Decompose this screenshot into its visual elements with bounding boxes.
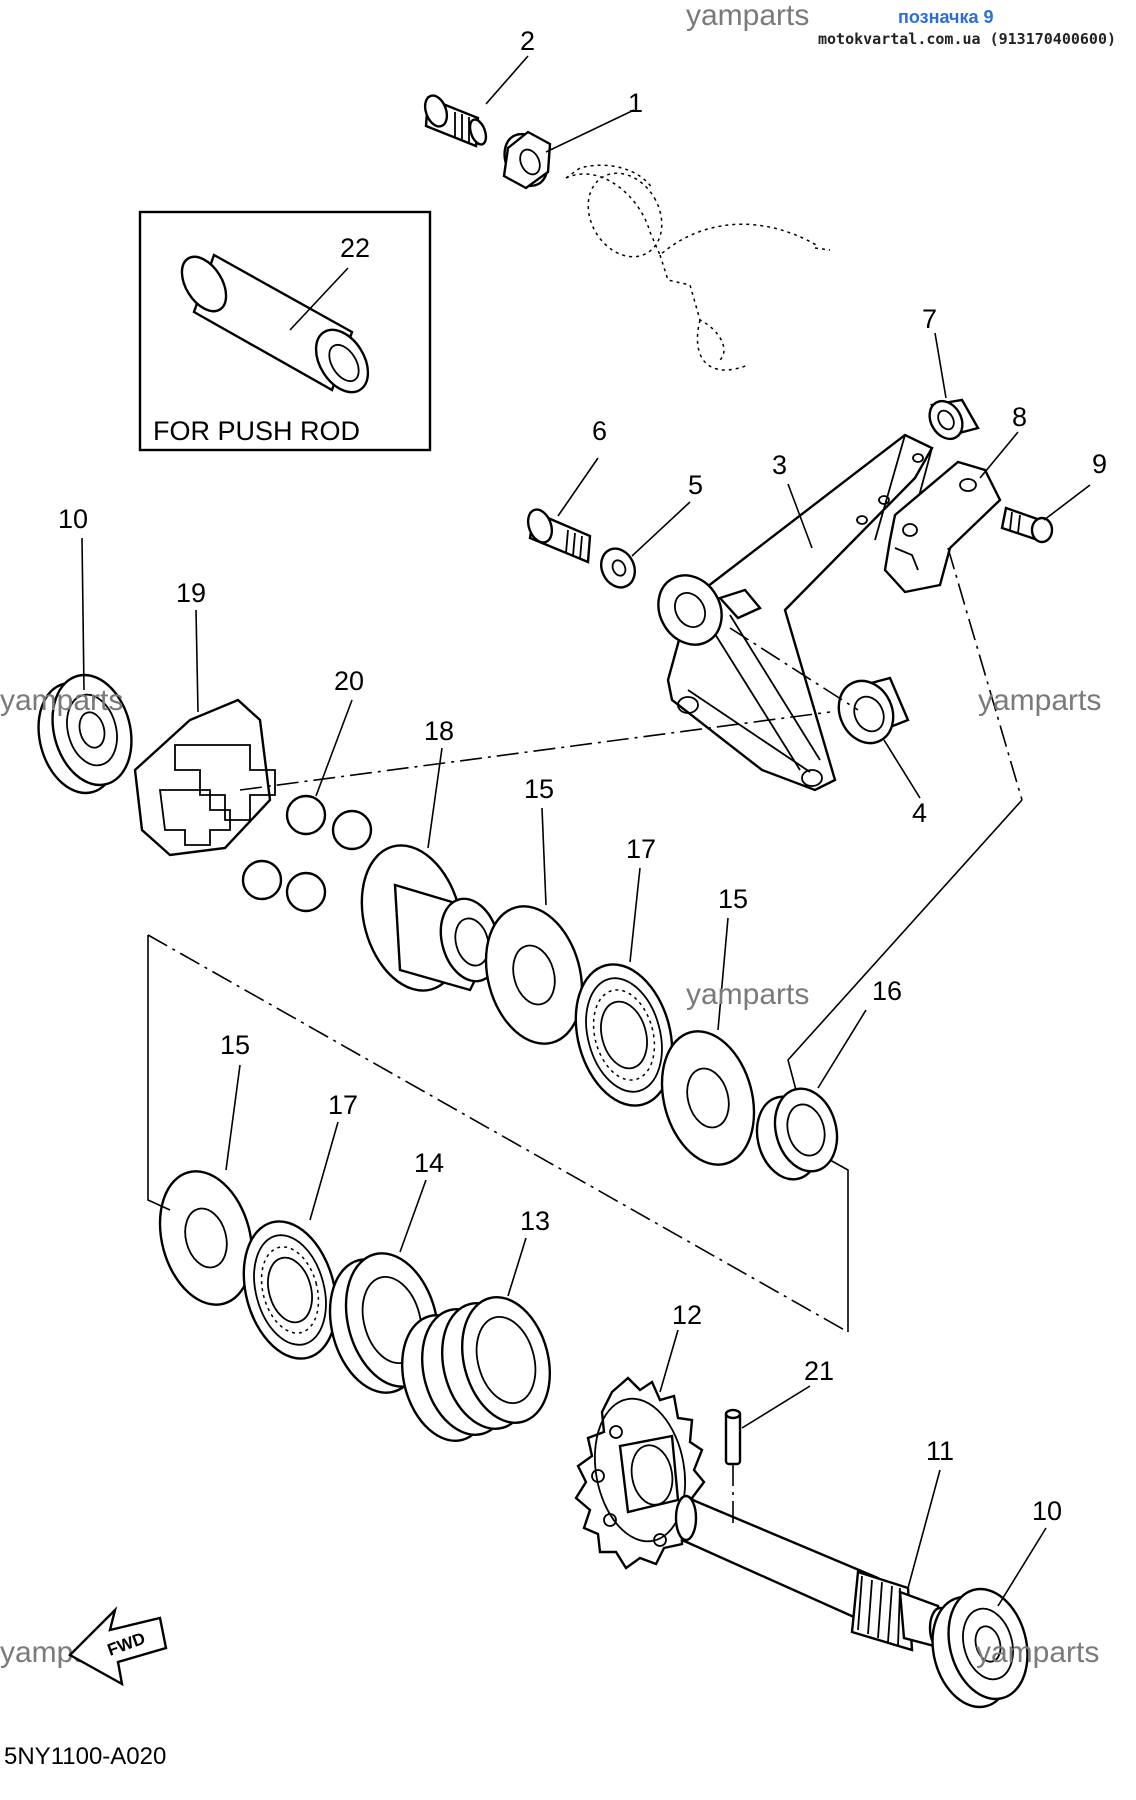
- part-7-collar: [928, 398, 980, 441]
- callout-10-left: 10: [58, 504, 88, 534]
- callout-18: 18: [424, 716, 454, 746]
- header-tag: позначка 9: [898, 7, 994, 27]
- inset-box-push-rod: 22 FOR PUSH ROD: [138, 210, 432, 452]
- part-15-washer-c: [158, 1170, 254, 1306]
- part-9-screw: [1000, 506, 1054, 544]
- part-6-bolt: [526, 508, 592, 564]
- part-11-shaft: [674, 1494, 952, 1652]
- callout-4: 4: [912, 798, 927, 828]
- part-22-sleeve: [180, 253, 370, 394]
- header-source: motokvartal.com.ua (913170400600): [818, 30, 1116, 48]
- callout-20: 20: [334, 666, 364, 696]
- part-17-thrust-bearing-a: [574, 963, 674, 1107]
- callout-16: 16: [872, 976, 902, 1006]
- part-15-washer-b: [660, 1030, 756, 1166]
- part-3-lever: [657, 433, 934, 792]
- watermark-right: yamparts: [978, 684, 1101, 717]
- callout-15-bottom: 15: [220, 1030, 250, 1060]
- inset-part-number: 22: [340, 233, 370, 263]
- part-8-plate: [883, 460, 1002, 594]
- part-10-bearing-left: [37, 673, 133, 795]
- part-19-damper: [133, 698, 276, 857]
- part-5-washer: [600, 547, 636, 589]
- assembly-lines: [147, 547, 1023, 1525]
- callout-14: 14: [414, 1148, 444, 1178]
- callout-21: 21: [804, 1356, 834, 1386]
- part-1-washer: [502, 130, 552, 190]
- callout-9: 9: [1092, 449, 1107, 479]
- callout-15-middle: 15: [718, 884, 748, 914]
- inset-caption: FOR PUSH ROD: [153, 416, 360, 446]
- push-rod-housing: [565, 164, 831, 371]
- watermark-left: yamparts: [0, 684, 123, 717]
- header-watermark: yamparts: [686, 0, 809, 32]
- callout-7: 7: [922, 304, 937, 334]
- callout-3: 3: [772, 450, 787, 480]
- callout-11: 11: [926, 1436, 954, 1466]
- part-2-bolt: [423, 94, 488, 148]
- part-21-pin: [724, 1408, 742, 1466]
- callout-19: 19: [176, 578, 206, 608]
- part-17-thrust-bearing-b: [242, 1220, 338, 1360]
- diagram-code: 5NY1100-A020: [4, 1743, 166, 1770]
- part-20-balls: [241, 794, 373, 913]
- part-12-gear: [574, 1376, 706, 1570]
- part-18-flange-sleeve: [360, 844, 501, 992]
- callout-13: 13: [520, 1206, 550, 1236]
- callout-17-bottom: 17: [328, 1090, 358, 1120]
- part-10-bearing-right: [931, 1587, 1029, 1709]
- callout-6: 6: [592, 416, 607, 446]
- part-15-washer-a: [484, 905, 584, 1045]
- leader-lines: [81, 55, 1091, 1607]
- callout-12: 12: [672, 1300, 702, 1330]
- callout-8: 8: [1012, 402, 1027, 432]
- callout-5: 5: [688, 470, 703, 500]
- watermark-center: yamparts: [686, 978, 809, 1011]
- callout-17-top: 17: [626, 834, 656, 864]
- part-4-collar: [837, 676, 910, 745]
- callout-10-right: 10: [1032, 1496, 1062, 1526]
- callout-2: 2: [520, 26, 535, 56]
- leader-22: [289, 267, 349, 331]
- fwd-arrow-icon: FWD: [68, 1606, 168, 1687]
- watermark-bottom-right: yamparts: [976, 1636, 1099, 1669]
- callout-numbers: 2 1 7 8 9 6 5 3 4 10 19 20 18 15 17 15 1…: [58, 26, 1107, 1526]
- callout-15-top: 15: [524, 774, 554, 804]
- part-16-collar: [755, 1087, 839, 1181]
- callout-1: 1: [628, 88, 643, 118]
- part-13-spring: [400, 1296, 552, 1442]
